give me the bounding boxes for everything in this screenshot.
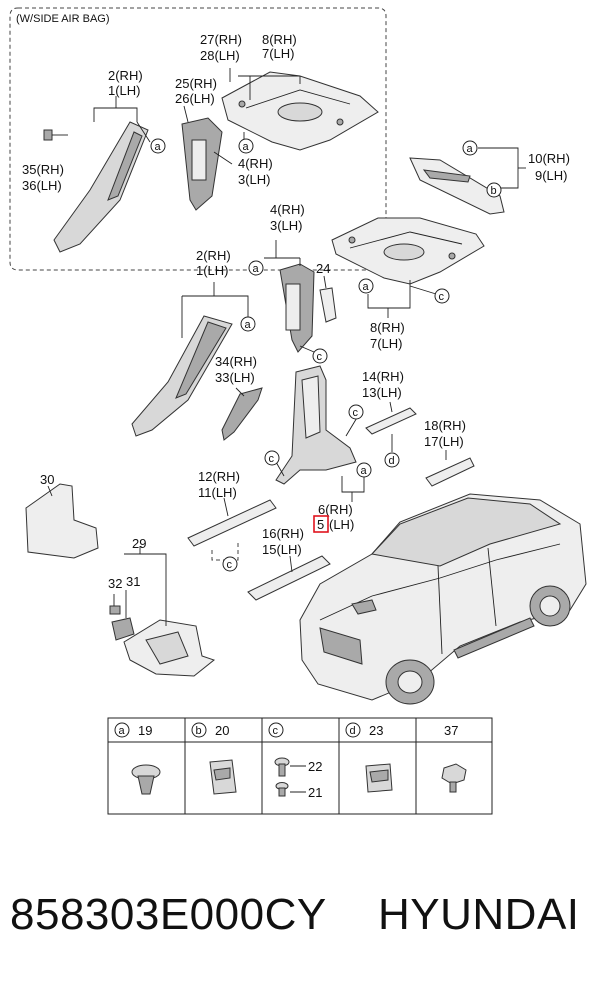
inset-label: (W/SIDE AIR BAG) <box>16 13 110 25</box>
callout-32: 32 <box>108 576 122 591</box>
pillar-pad-24 <box>319 287 337 323</box>
clip-a-apillar: a <box>245 319 252 331</box>
callout-24: 24 <box>316 261 330 276</box>
callout-5lh: (LH) <box>329 517 354 532</box>
clip-a-roof: a <box>363 281 370 293</box>
callout-35rh: 35(RH) <box>22 162 64 177</box>
clip-a-blower: a <box>361 465 368 477</box>
callout-1lh: 1(LH) <box>196 263 229 278</box>
bracket-31 <box>111 617 135 641</box>
kick-panel <box>25 483 99 559</box>
vehicle-body <box>299 493 587 701</box>
a-pillar-trim-inset <box>53 121 149 253</box>
scuff-plate-12 <box>187 499 277 547</box>
callout-3lh-inset: 3(LH) <box>238 172 271 187</box>
callout-9lh: 9(LH) <box>535 168 568 183</box>
clip-c-scuff12: c <box>227 559 233 571</box>
b-pillar-upper-group: a c 4(RH) 3(LH) 24 <box>248 202 337 364</box>
a-pillar-bracket <box>221 387 263 441</box>
nut-37-icon <box>441 763 467 793</box>
callout-1lh-inset: 1(LH) <box>108 83 141 98</box>
screw-22-icon <box>274 757 290 777</box>
legend-letter-b: b <box>196 725 202 737</box>
callout-7lh: 7(LH) <box>370 336 403 351</box>
clip-a-bpillar: a <box>253 263 260 275</box>
scuff-18-group: 18(RH) 17(LH) <box>424 418 475 487</box>
b-pillar-lower-group: a c c 6(RH) 5 (LH) <box>264 365 372 533</box>
push-clip-19-icon <box>131 764 161 795</box>
clip-c-bpillar: c <box>317 351 323 363</box>
scuff-plate-14 <box>365 407 417 435</box>
callout-10rh: 10(RH) <box>528 151 570 166</box>
scuff-14-group: d 14(RH) 13(LH) <box>362 369 417 468</box>
footer: 858303E000CY HYUNDAI <box>0 876 600 966</box>
clip-a-garnish: a <box>467 143 474 155</box>
clip-c-roof: c <box>439 291 445 303</box>
callout-29: 29 <box>132 536 146 551</box>
callout-2rh-inset: 2(RH) <box>108 68 143 83</box>
legend-sub-22: 22 <box>308 759 322 774</box>
callout-8rh-inset: 8(RH) <box>262 32 297 47</box>
callout-34rh: 34(RH) <box>215 354 257 369</box>
clip-a-inset-1: a <box>155 141 162 153</box>
legend-number-37: 37 <box>444 723 458 738</box>
callout-12rh: 12(RH) <box>198 469 240 484</box>
clip-a-inset-2: a <box>243 141 250 153</box>
callout-7lh-inset: 7(LH) <box>262 46 295 61</box>
part-number: 858303E000CY <box>10 890 327 939</box>
callout-36lh: 36(LH) <box>22 178 62 193</box>
vehicle-illustration <box>299 493 587 705</box>
clip-c-blower-1: c <box>269 453 275 465</box>
clip-b-garnish: b <box>491 185 497 197</box>
kick-panel-group: 30 <box>25 472 99 559</box>
callout-4rh-inset: 4(RH) <box>238 156 273 171</box>
callout-17lh: 17(LH) <box>424 434 464 449</box>
screw-21-icon <box>275 782 289 797</box>
highlight-box <box>313 515 329 533</box>
legend-letter-d: d <box>350 725 356 737</box>
callout-3lh: 3(LH) <box>270 218 303 233</box>
callout-30: 30 <box>40 472 54 487</box>
callout-26lh: 26(LH) <box>175 91 215 106</box>
scuff-plate-18 <box>425 457 475 487</box>
callout-13lh: 13(LH) <box>362 385 402 400</box>
scuff-12-group: c 12(RH) 11(LH) <box>187 469 277 572</box>
legend-number-19: 19 <box>138 723 152 738</box>
callout-4rh: 4(RH) <box>270 202 305 217</box>
callout-6rh: 6(RH) <box>318 502 353 517</box>
callout-33lh: 33(LH) <box>215 370 255 385</box>
brand-name: HYUNDAI <box>378 890 580 939</box>
scuff-plate-16 <box>247 555 331 601</box>
callout-28lh: 28(LH) <box>200 48 240 63</box>
scuff-16-group: 16(RH) 15(LH) <box>247 526 331 601</box>
legend-number-23: 23 <box>369 723 383 738</box>
callout-5: 5 <box>317 517 324 532</box>
legend-sub-21: 21 <box>308 785 322 800</box>
clip-c-blower-2: c <box>353 407 359 419</box>
rear-garnish-group: a b 10(RH) 9(LH) <box>409 140 570 215</box>
a-pillar-group: a 2(RH) 1(LH) 34(RH) 33(LH) <box>131 248 263 441</box>
parts-diagram: (W/SIDE AIR BAG) 2(RH) 1(LH) 25(RH) 26(L… <box>9 7 587 815</box>
callout-27rh: 27(RH) <box>200 32 242 47</box>
callout-11lh: 11(LH) <box>198 485 237 500</box>
callout-15lh: 15(LH) <box>262 542 302 557</box>
callout-8rh: 8(RH) <box>370 320 405 335</box>
console-bracket-group: 29 32 31 <box>108 536 216 677</box>
callout-18rh: 18(RH) <box>424 418 466 433</box>
clip-23-icon <box>365 763 393 793</box>
callout-16rh: 16(RH) <box>262 526 304 541</box>
clip-20-icon <box>209 759 237 795</box>
legend-number-20: 20 <box>215 723 229 738</box>
callout-14rh: 14(RH) <box>362 369 404 384</box>
callout-25rh: 25(RH) <box>175 76 217 91</box>
legend-letter-a: a <box>119 725 126 737</box>
clip-d-scuff14: d <box>389 455 395 467</box>
callout-2rh: 2(RH) <box>196 248 231 263</box>
fastener-legend: a 19 b 20 c 22 21 d 23 <box>107 717 493 815</box>
side-airbag-inset: (W/SIDE AIR BAG) 2(RH) 1(LH) 25(RH) 26(L… <box>9 7 387 271</box>
roof-lining-group: a c 8(RH) 7(LH) <box>331 217 485 351</box>
legend-letter-c: c <box>273 725 279 737</box>
callout-31: 31 <box>126 574 140 589</box>
